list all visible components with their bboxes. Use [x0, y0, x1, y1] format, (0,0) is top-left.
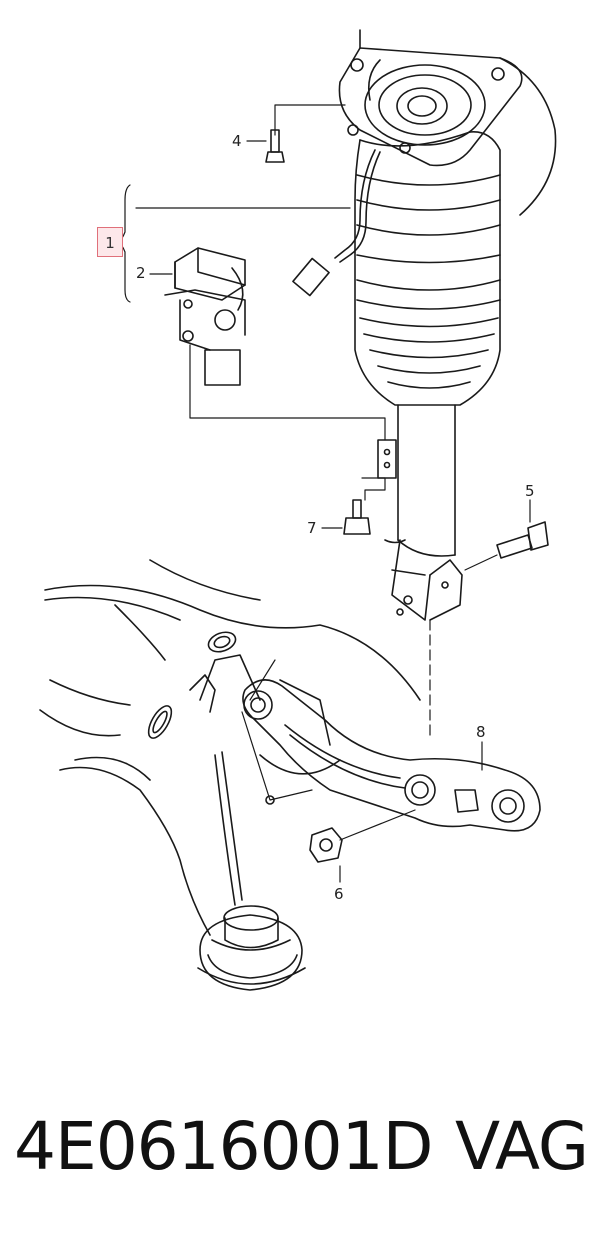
- callout-1-highlight[interactable]: 1: [97, 227, 123, 257]
- subframe: [39, 559, 421, 936]
- callout-4-label: 4: [232, 132, 242, 150]
- nut-6: [309, 827, 343, 863]
- strut-tube: [384, 404, 463, 621]
- air-spring-body: [354, 131, 501, 406]
- bolt-5: [496, 521, 549, 559]
- bracket-part: [164, 247, 246, 386]
- bolt-7: [343, 499, 371, 535]
- bolt-4: [265, 129, 285, 163]
- brand-label: VAG: [455, 1108, 589, 1185]
- part-number-label: 4E0616001D: [14, 1108, 433, 1185]
- control-arm: [242, 679, 541, 832]
- callout-8-label: 8: [476, 723, 486, 741]
- retainer-plate: [377, 439, 397, 479]
- callout-6-label: 6: [334, 885, 344, 903]
- sensor-cable: [292, 149, 381, 297]
- exploded-parts-diagram: [39, 29, 557, 991]
- leader-lines: [135, 104, 498, 841]
- bushing-mount: [197, 905, 306, 991]
- callout-2-label: 2: [136, 264, 146, 282]
- callout-7-label: 7: [307, 519, 317, 537]
- callout-5-label: 5: [525, 482, 535, 500]
- top-mount-plate: [338, 29, 557, 216]
- callout-connectors: [117, 140, 531, 883]
- callout-1-label: 1: [105, 234, 115, 252]
